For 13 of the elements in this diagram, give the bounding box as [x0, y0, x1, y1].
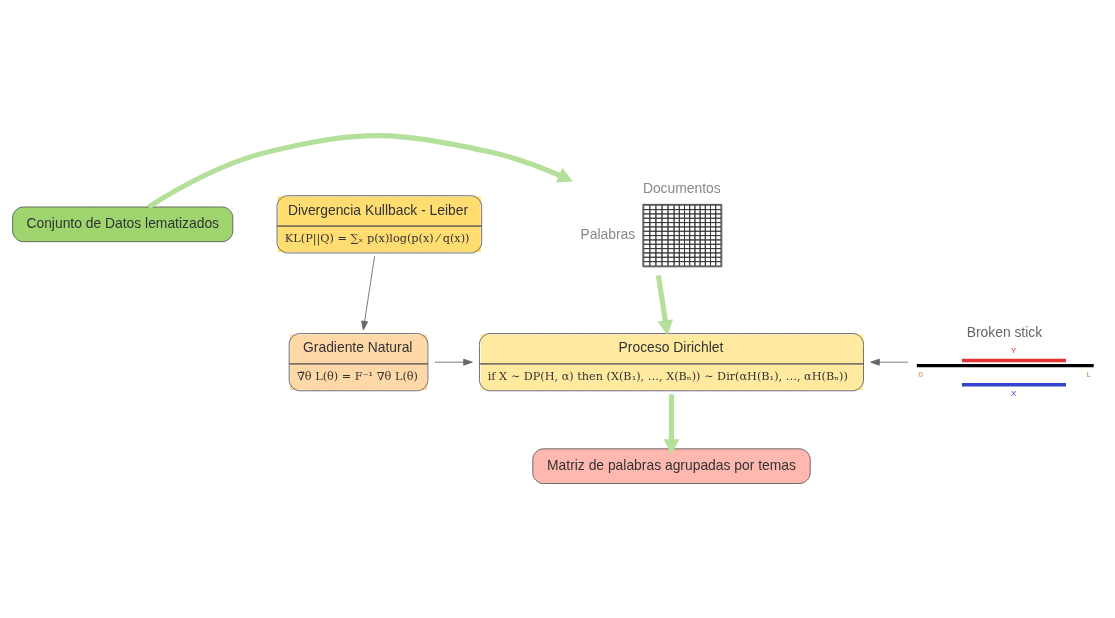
arrow	[434, 358, 473, 366]
arrow	[147, 132, 573, 209]
arrow	[655, 274, 674, 335]
node-label: Documentos	[642, 179, 721, 196]
node-label: Palabras	[580, 225, 636, 242]
node-label: Y	[1010, 345, 1017, 355]
node-box: Conjunto de Datos lematizados	[12, 206, 234, 242]
arrow	[870, 358, 909, 366]
arrow	[361, 255, 375, 330]
node-box: Matriz de palabras agrupadas por temas	[532, 447, 811, 484]
node-label: Broken stick	[966, 323, 1043, 340]
node-label: X	[1010, 388, 1017, 398]
arrow	[663, 393, 680, 454]
